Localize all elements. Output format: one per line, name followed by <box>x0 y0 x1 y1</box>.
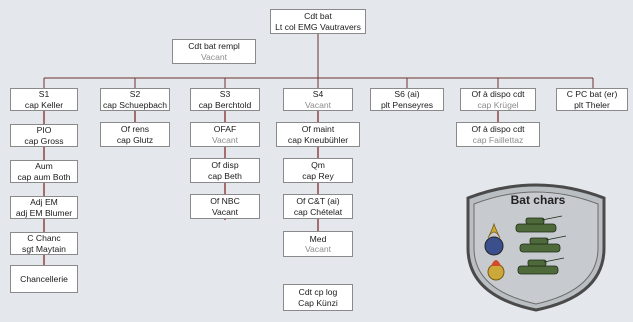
grenade-icon <box>484 222 504 256</box>
s1-box: S1 cap Keller <box>10 88 78 111</box>
pio-box: PIO cap Gross <box>10 124 78 147</box>
med-box: Med Vacant <box>283 231 353 257</box>
of-dispo-2-box: Of à dispo cdt cap Faillettaz <box>456 122 540 147</box>
c-chanc-box: C Chanc sgt Maytain <box>10 232 78 255</box>
flame-icon <box>487 260 505 281</box>
adj-em-box: Adj EM adj EM Blumer <box>10 196 78 219</box>
tank-icon <box>515 215 563 233</box>
aum-box: Aum cap aum Both <box>10 160 78 183</box>
bat-chars-badge: Bat chars <box>466 183 606 312</box>
of-ct-box: Of C&T (ai) cap Chételat <box>283 194 353 219</box>
role-label: Cdt bat <box>304 11 332 22</box>
log-box: Cdt cp log Cap Künzi <box>283 284 353 311</box>
role-label: Cdt bat rempl <box>188 41 240 52</box>
tank-icon <box>517 257 565 275</box>
deputy-box: Cdt bat rempl Vacant <box>172 39 256 64</box>
of-maint-box: Of maint cap Kneubühler <box>276 122 360 147</box>
badge-title: Bat chars <box>511 193 566 207</box>
qm-box: Qm cap Rey <box>283 158 353 183</box>
cpc-box: C PC bat (er) plt Theler <box>556 88 628 111</box>
person-name: Lt col EMG Vautravers <box>275 21 361 32</box>
of-rens-box: Of rens cap Glutz <box>100 122 170 147</box>
s4-box: S4 Vacant <box>283 88 353 111</box>
person-name: Vacant <box>200 51 228 62</box>
s2-box: S2 cap Schuepbach <box>100 88 170 111</box>
chancellerie-box: Chancellerie <box>10 265 78 293</box>
of-disp-box: Of disp cap Beth <box>190 158 260 183</box>
of-dispo-box: Of à dispo cdt cap Krügel <box>460 88 536 111</box>
s3-box: S3 cap Berchtold <box>190 88 260 111</box>
commander-box: Cdt bat Lt col EMG Vautravers <box>270 9 366 34</box>
tank-icon <box>519 235 567 253</box>
ofaf-box: OFAF Vacant <box>190 122 260 147</box>
s6-box: S6 (ai) plt Penseyres <box>370 88 444 111</box>
of-nbc-box: Of NBC Vacant <box>190 194 260 219</box>
